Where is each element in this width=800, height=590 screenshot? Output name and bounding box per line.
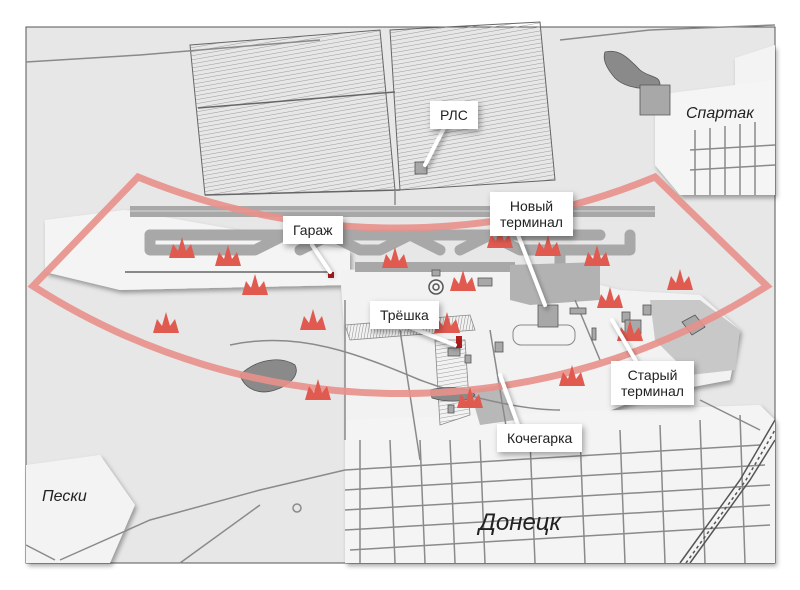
place-spartak: Спартак <box>686 105 754 122</box>
label-new-terminal-line2: терминал <box>500 214 563 230</box>
explosion-icon <box>242 274 268 295</box>
label-rls: РЛС <box>430 101 478 129</box>
explosion-icon <box>667 269 693 290</box>
explosion-icon <box>169 237 195 258</box>
roads <box>25 24 776 564</box>
label-kochegarka: Кочегарка <box>497 424 583 452</box>
taxi-link <box>355 262 515 272</box>
farm-fields <box>189 21 556 196</box>
explosion-icon <box>300 309 326 330</box>
spartak-grid <box>689 122 776 195</box>
explosion-icon <box>457 387 483 408</box>
railway <box>679 419 776 564</box>
roundabout <box>292 503 302 513</box>
explosion-icon <box>215 245 241 266</box>
runway <box>130 206 655 217</box>
radar-tower <box>428 279 444 295</box>
label-garage: Гараж <box>283 216 343 244</box>
label-old-terminal-line1: Старый <box>627 367 678 383</box>
explosion-icon <box>597 287 623 308</box>
place-peski: Пески <box>42 488 87 505</box>
label-old-terminal: Старый терминал <box>611 361 694 405</box>
label-new-terminal-line1: Новый <box>509 198 554 214</box>
explosion-icon <box>153 312 179 333</box>
explosion-icon <box>382 247 408 268</box>
explosion-icon <box>559 365 585 386</box>
explosion-icon <box>450 270 476 291</box>
city-grid <box>344 414 771 564</box>
markers <box>328 272 462 348</box>
label-old-terminal-line2: терминал <box>621 383 684 399</box>
label-treshka: Трёшка <box>370 301 439 329</box>
explosion-icon <box>584 245 610 266</box>
explosion-icon <box>487 227 513 248</box>
explosion-icon <box>535 235 561 256</box>
place-donetsk: Донецк <box>479 509 561 536</box>
label-new-terminal: Новый терминал <box>490 192 573 236</box>
explosion-icon <box>305 379 331 400</box>
explosion-icon <box>434 312 460 333</box>
